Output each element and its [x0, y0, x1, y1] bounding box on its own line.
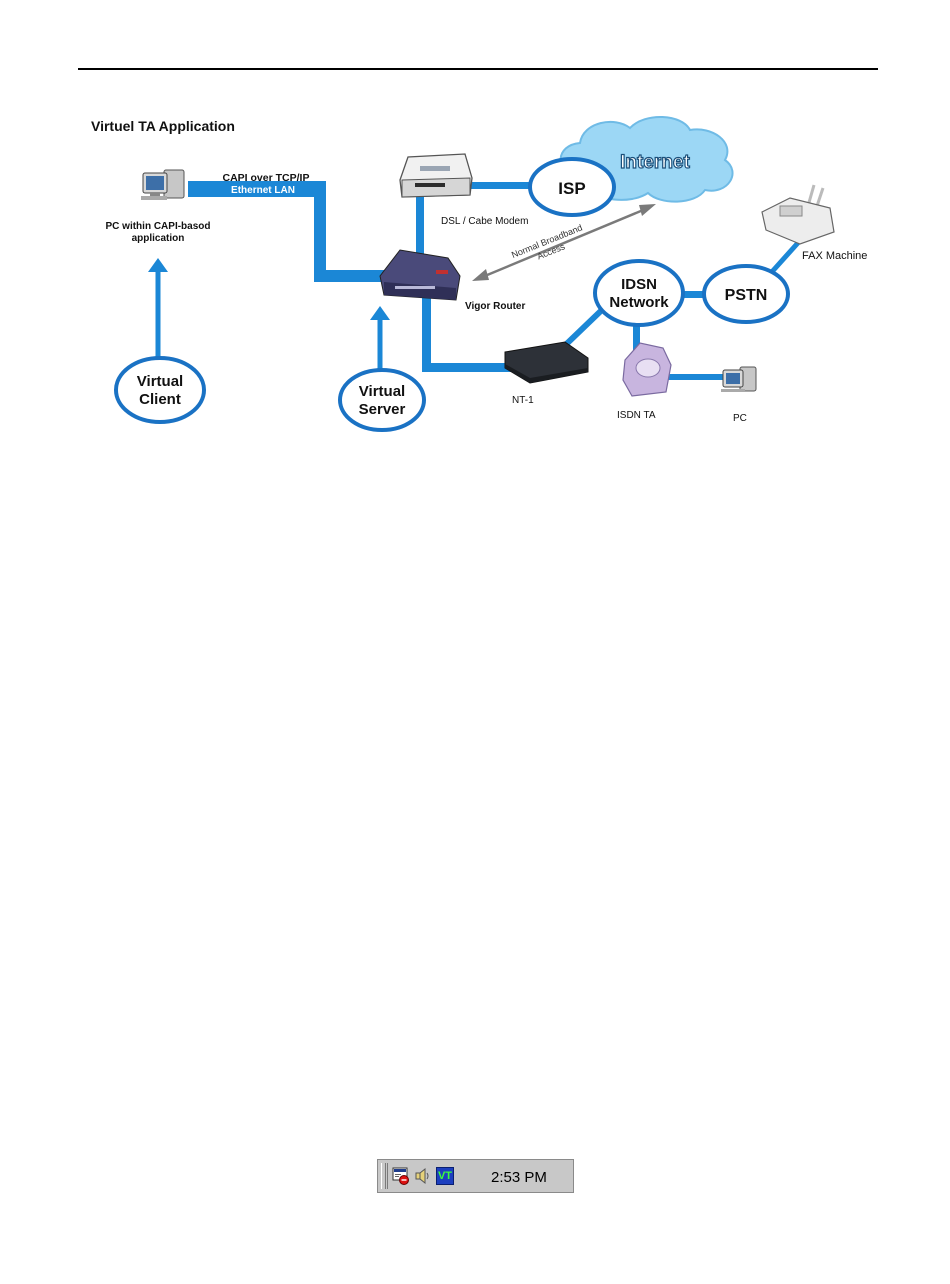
link-lan-down: [314, 181, 326, 281]
pc-small-icon: [721, 367, 756, 392]
pc-label: PC: [733, 413, 747, 424]
virtual-server-line2: Server: [359, 401, 406, 418]
idsn-network-bubble: IDSN Network: [595, 261, 683, 325]
virtual-ta-diagram: Virtuel TA Application Internet ISP IDSN…: [0, 0, 950, 450]
dsl-modem-label: DSL / Cabe Modem: [441, 216, 528, 227]
virtual-client-line2: Client: [139, 391, 181, 408]
isp-bubble: ISP: [530, 159, 614, 215]
fax-machine-icon: [762, 185, 834, 244]
virtual-server-line1: Virtual: [359, 383, 405, 400]
vt-icon[interactable]: VT: [436, 1167, 454, 1185]
dsl-modem-icon: [400, 154, 472, 197]
vigor-router-icon: [380, 250, 460, 300]
speaker-icon[interactable]: [414, 1167, 432, 1185]
network-status-icon[interactable]: [392, 1167, 410, 1185]
capi-label-line2: Ethernet LAN: [231, 185, 295, 196]
fax-machine-label: FAX Machine: [802, 250, 867, 262]
nt1-device-icon: [505, 342, 588, 383]
isp-label: ISP: [558, 179, 585, 198]
internet-label: Internet: [620, 152, 690, 173]
idsn-label-line1: IDSN: [621, 276, 657, 293]
diagram-title: Virtuel TA Application: [91, 118, 235, 134]
capi-label-line1: CAPI over TCP/IP: [223, 172, 310, 184]
virtual-client-line1: Virtual: [137, 373, 183, 390]
system-tray: VT 2:53 PM: [377, 1159, 574, 1193]
idsn-label-line2: Network: [609, 294, 669, 311]
pstn-label: PSTN: [725, 287, 768, 304]
isdn-ta-label: ISDN TA: [617, 410, 656, 421]
nt1-label: NT-1: [512, 395, 534, 406]
pc-computer-icon: [141, 170, 184, 200]
vt-icon-text: VT: [437, 1168, 453, 1184]
pstn-bubble: PSTN: [704, 266, 788, 322]
tray-clock[interactable]: 2:53 PM: [491, 1169, 547, 1186]
virtual-server-group: Virtual Server: [340, 306, 424, 430]
link-to-nt1: [422, 363, 514, 372]
link-lan-to-router: [314, 270, 384, 282]
tray-divider: [387, 1163, 388, 1189]
virtual-client-group: Virtual Client: [116, 258, 204, 422]
vigor-router-label: Vigor Router: [465, 301, 525, 312]
tray-grip[interactable]: [381, 1163, 386, 1189]
isdn-ta-icon: [623, 343, 671, 396]
link-router-down: [422, 290, 431, 372]
link-modem-to-isp: [466, 182, 532, 189]
pc-caption-line1: PC within CAPI-basod: [106, 221, 211, 232]
pc-caption-line2: application: [132, 233, 185, 244]
